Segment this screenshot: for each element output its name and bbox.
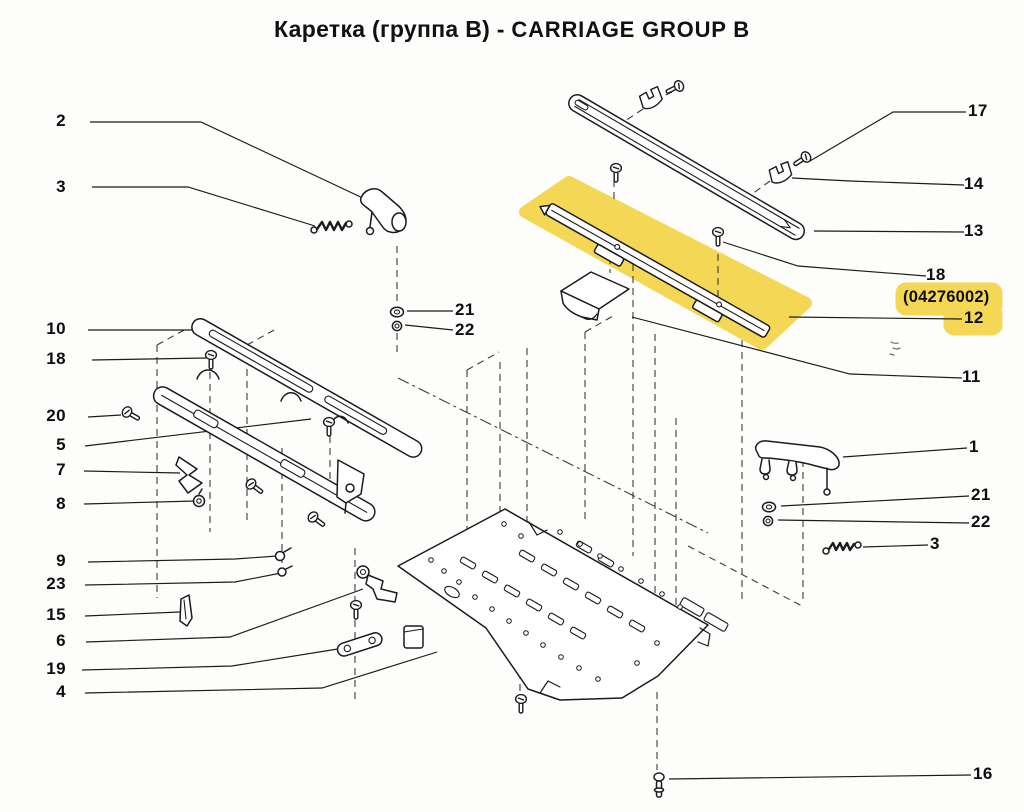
callout-3-left[interactable]: 3	[56, 177, 66, 196]
part-3-spring-right	[822, 541, 862, 555]
part-19-link	[336, 632, 383, 657]
carriage-frame-brackets	[196, 369, 365, 514]
part-1-bracket	[755, 440, 840, 496]
screw-18b	[711, 226, 725, 247]
callout-11[interactable]: 11	[962, 367, 981, 386]
part-9-stud	[274, 547, 292, 562]
highlight-callout-12	[943, 303, 1003, 336]
callout-9[interactable]: 9	[56, 551, 66, 570]
callout-10[interactable]: 10	[46, 319, 66, 338]
clip-14a	[637, 85, 664, 111]
center-lines	[397, 377, 709, 534]
part-12-guide-plate-highlighted[interactable]	[534, 199, 771, 346]
screw-19	[349, 599, 363, 620]
callout-19[interactable]: 19	[46, 659, 66, 678]
callout-5[interactable]: 5	[56, 435, 66, 454]
callout-2[interactable]: 2	[56, 111, 66, 130]
title-separator: -	[490, 16, 512, 42]
callout-18-left[interactable]: 18	[46, 349, 66, 368]
callout-17[interactable]: 17	[968, 101, 988, 120]
callout-15[interactable]: 15	[46, 605, 66, 624]
screw-18a	[609, 162, 623, 183]
callout-1[interactable]: 1	[969, 437, 979, 456]
callout-16[interactable]: 16	[973, 764, 993, 783]
screw-18-left	[204, 349, 218, 370]
title-english: CARRIAGE GROUP B	[511, 17, 750, 42]
screw-17b	[790, 149, 814, 170]
callout-13[interactable]: 13	[964, 221, 984, 240]
screw-b	[305, 509, 329, 531]
part-5-lower-rail	[152, 386, 376, 522]
part-6-lever	[356, 565, 398, 603]
part-4-base-plate	[397, 508, 729, 701]
callout-21-mid[interactable]: 21	[455, 300, 475, 319]
part-21-washer-left	[389, 306, 405, 318]
callout-18-right[interactable]: 18	[926, 265, 946, 284]
part-15-clip	[179, 594, 193, 627]
callout-6[interactable]: 6	[56, 631, 66, 650]
callout-7[interactable]: 7	[56, 460, 66, 479]
callout-21-right[interactable]: 21	[971, 485, 991, 504]
clip-14b	[768, 160, 793, 185]
callout-22-right[interactable]: 22	[971, 512, 991, 531]
screw-c	[322, 416, 336, 437]
callout-3-right[interactable]: 3	[930, 534, 940, 553]
screw-bottom	[514, 693, 528, 714]
part-10-upper-rail	[191, 317, 423, 458]
callout-4[interactable]: 4	[56, 682, 66, 701]
print-artifact	[889, 341, 901, 356]
part-22-nut-right	[762, 515, 774, 527]
title-russian: Каретка (группа B)	[274, 16, 491, 42]
callout-20[interactable]: 20	[46, 406, 66, 425]
selection-highlight	[519, 176, 1003, 350]
part-14-clips	[637, 85, 793, 185]
part-13-top-rail	[568, 94, 806, 241]
callout-23[interactable]: 23	[46, 574, 66, 593]
part-8-eyelet	[192, 488, 206, 508]
screw-20	[119, 404, 143, 425]
part-21-washer-right	[761, 501, 777, 513]
part-23-stud	[277, 565, 293, 577]
part-3-spring-left	[310, 220, 353, 234]
callout-8[interactable]: 8	[56, 494, 66, 513]
part-11-deflector	[560, 271, 630, 321]
part-16-screw	[653, 772, 665, 798]
callout-14[interactable]: 14	[964, 174, 984, 193]
projection-lines	[156, 91, 804, 770]
part-22-nut-left	[391, 320, 403, 332]
highlight-band	[519, 176, 812, 350]
leader-lines	[81, 111, 972, 780]
rubber-block	[403, 625, 424, 649]
part-2-bracket	[359, 188, 407, 236]
page-title: Каретка (группа B) - CARRIAGE GROUP B	[0, 16, 1024, 43]
callout-22-mid[interactable]: 22	[455, 320, 475, 339]
selected-part-code[interactable]: (04276002)	[903, 288, 990, 306]
callout-12-highlighted[interactable]: 12	[964, 308, 984, 327]
part-7-hook	[175, 456, 203, 494]
